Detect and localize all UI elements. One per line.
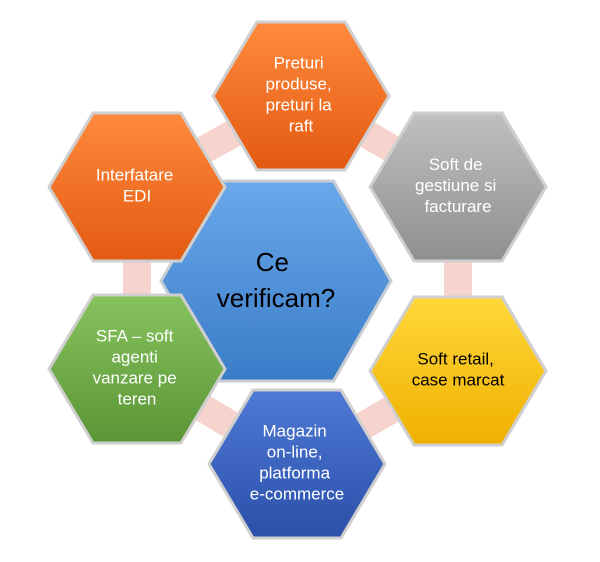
label-sfa: SFA – soft agenti vanzare pe teren bbox=[93, 327, 182, 409]
label-line: teren bbox=[118, 390, 157, 409]
center-label: Ce verificam? bbox=[217, 247, 335, 313]
label-line: produse, bbox=[266, 75, 332, 94]
label-magazin-online: Magazin on-line, platforma e-commerce bbox=[250, 422, 344, 504]
label-line: raft bbox=[289, 117, 314, 136]
label-line: Soft retail, bbox=[417, 350, 494, 369]
label-line: case marcat bbox=[412, 371, 505, 390]
hexagon-preturi bbox=[211, 20, 391, 172]
label-interfatare-edi: Interfatare EDI bbox=[96, 166, 178, 206]
label-soft-gestiune: Soft de gestiune si facturare bbox=[415, 155, 501, 216]
label-line: Interfatare bbox=[96, 166, 174, 185]
label-soft-retail: Soft retail, case marcat bbox=[412, 350, 505, 390]
label-line: Preturi bbox=[274, 54, 324, 73]
hexagon-soft-retail bbox=[368, 295, 548, 447]
label-line: platforma bbox=[259, 464, 330, 483]
label-line: SFA – soft bbox=[96, 327, 174, 346]
label-line: agenti bbox=[111, 348, 157, 367]
label-line: facturare bbox=[424, 197, 491, 216]
hexagon-interfatare-edi bbox=[47, 111, 227, 263]
label-line: Soft de bbox=[429, 155, 483, 174]
hexagon-magazin-online bbox=[207, 388, 387, 540]
label-line: Magazin bbox=[263, 422, 327, 441]
label-line: on-line, bbox=[267, 443, 323, 462]
center-label-line: Ce bbox=[256, 247, 289, 277]
label-line: EDI bbox=[123, 187, 151, 206]
hexagon-sfa bbox=[47, 293, 227, 445]
label-preturi: Preturi produse, preturi la raft bbox=[266, 54, 337, 136]
hexagon-shapes bbox=[47, 20, 548, 540]
center-label-line: verificam? bbox=[217, 283, 335, 313]
label-line: gestiune si bbox=[415, 176, 496, 195]
label-line: vanzare pe bbox=[93, 369, 177, 388]
label-line: preturi la bbox=[266, 96, 333, 115]
hexagon-soft-gestiune bbox=[368, 111, 548, 263]
label-line: e-commerce bbox=[250, 485, 344, 504]
